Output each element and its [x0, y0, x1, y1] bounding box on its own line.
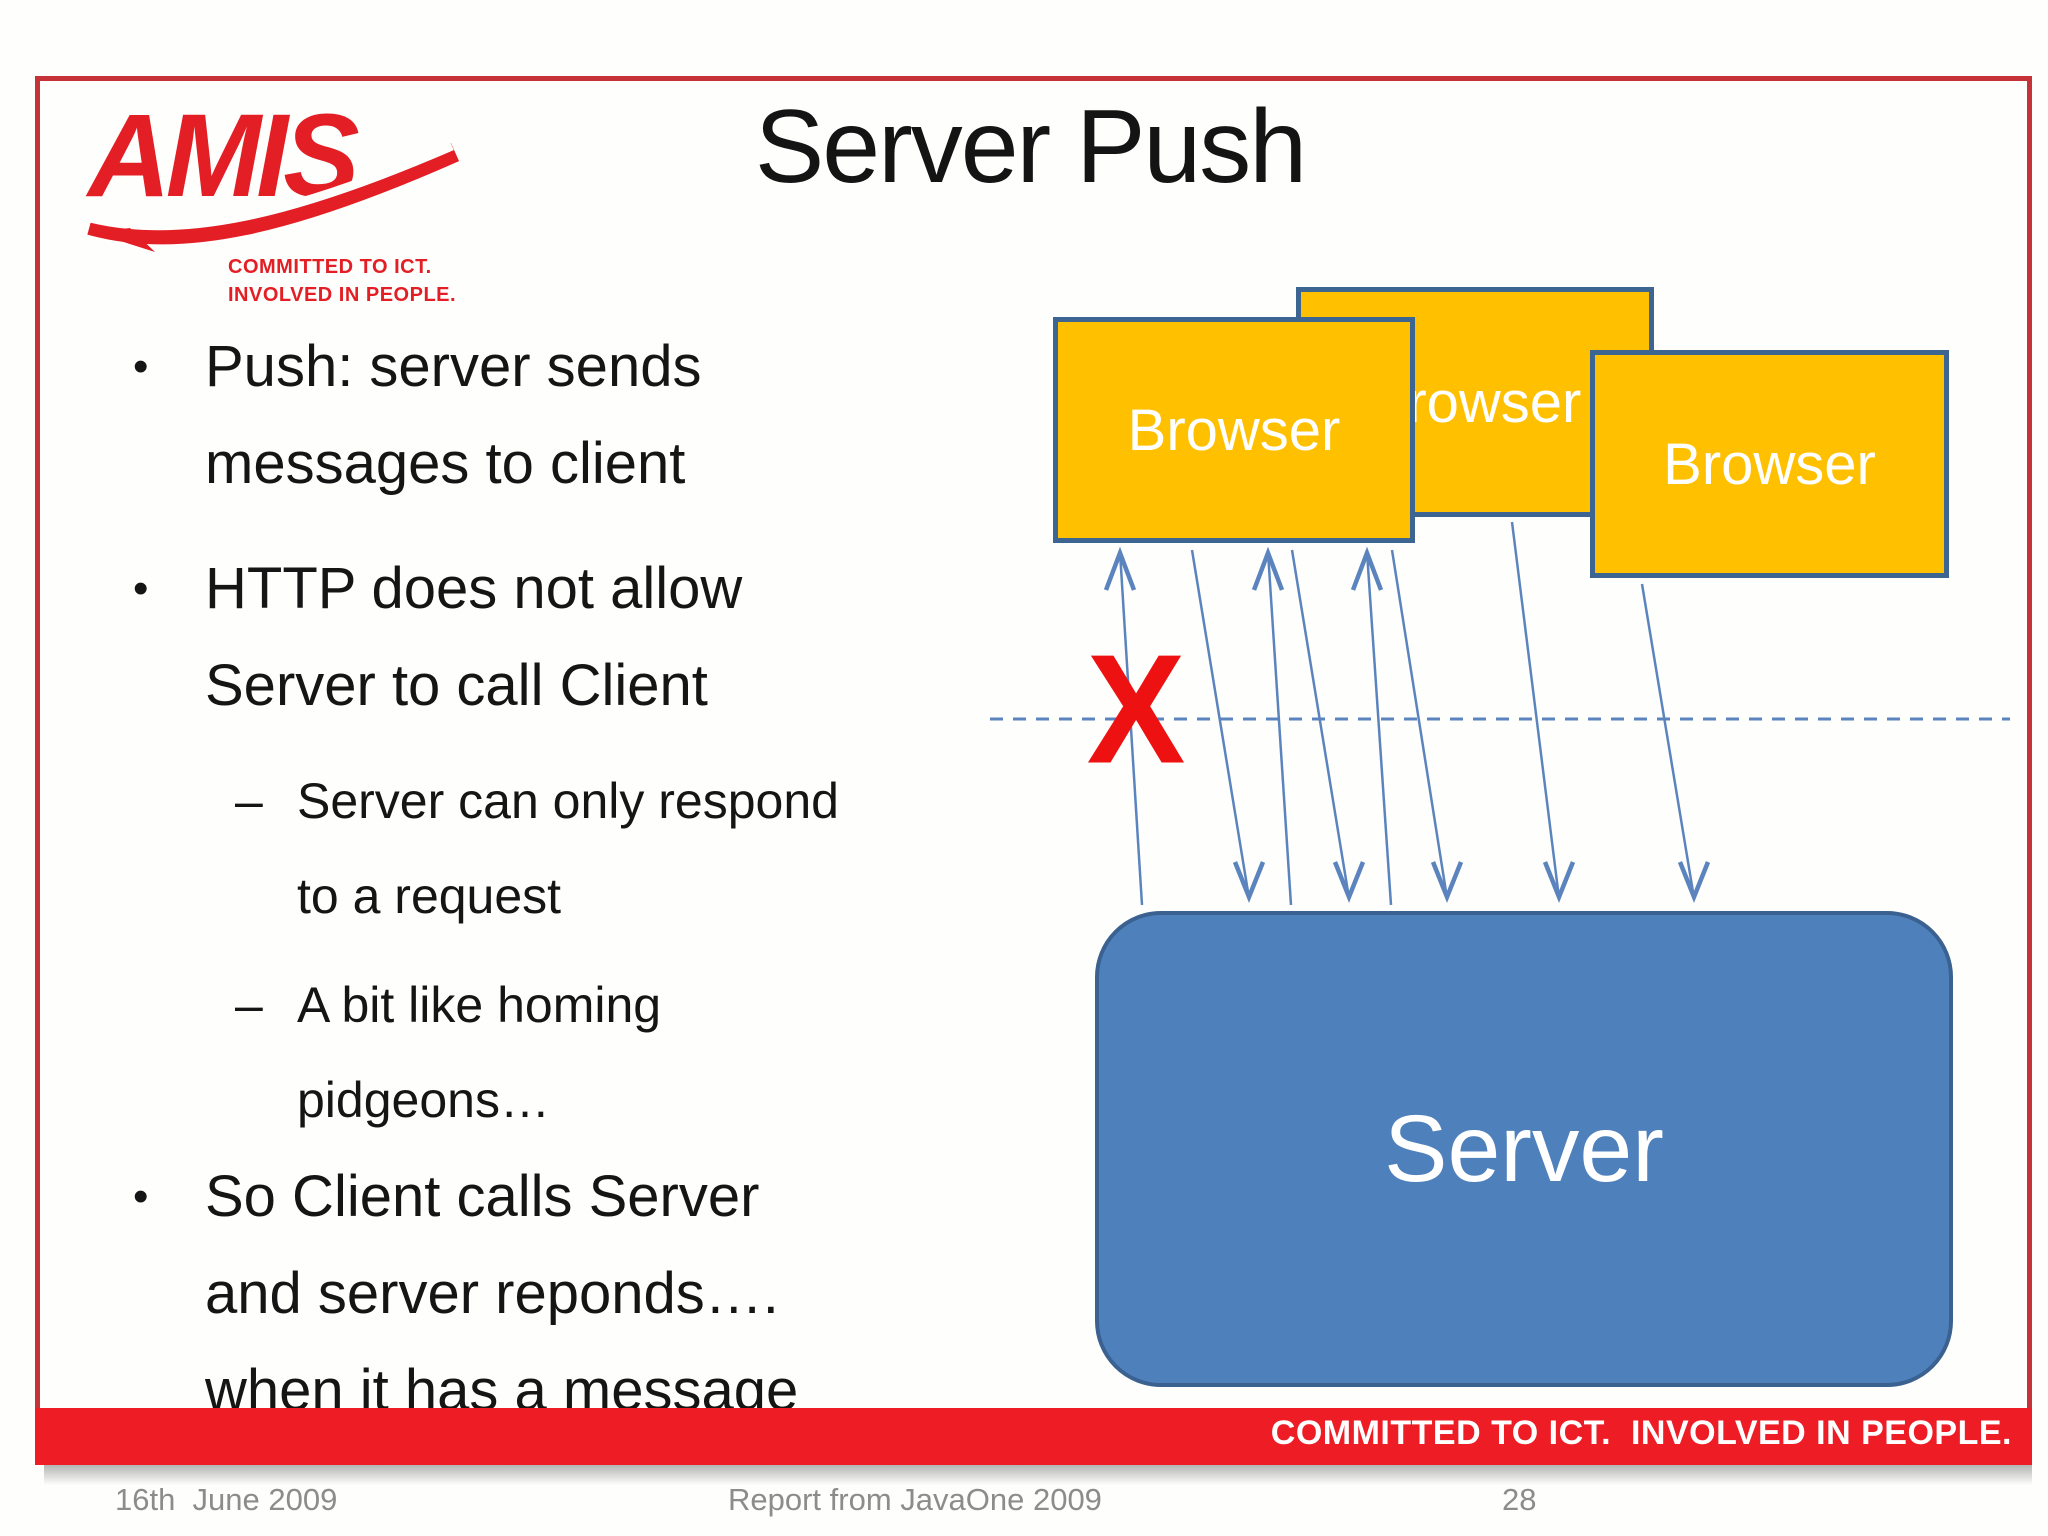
bullet-item: • Push: server sends messages to client: [133, 318, 1083, 512]
bullet-item: • HTTP does not allow Server to call Cli…: [133, 540, 1083, 734]
request-arrows: [1190, 521, 1711, 904]
bullet-marker: •: [133, 342, 149, 391]
response-arrowheads: [1103, 546, 1384, 591]
footer-page-number: 28: [1502, 1482, 1537, 1517]
server-box: Server: [1095, 911, 1953, 1387]
browser-label: Browser: [1663, 431, 1876, 497]
bullet-line: Server can only respond: [297, 773, 839, 829]
server-label: Server: [1384, 1095, 1664, 1202]
bullet-text: Server can only respond to a request: [297, 754, 1083, 944]
response-arrow: [1266, 551, 1293, 906]
bullet-line: Server to call Client: [205, 653, 708, 718]
bullet-line: So Client calls Server: [205, 1164, 760, 1229]
browser-box-right: Browser: [1590, 350, 1949, 578]
bottom-bar-shadow: [44, 1465, 2032, 1485]
response-arrows: [1103, 546, 1393, 906]
browser-box-left: Browser: [1053, 317, 1415, 543]
bullet-line: Push: server sends: [205, 334, 702, 399]
bullet-line: A bit like homing: [297, 977, 662, 1033]
request-arrow: [1640, 583, 1696, 899]
blocked-x-mark: X: [1086, 622, 1186, 797]
request-arrow: [1290, 549, 1351, 899]
sub-bullet-item: – A bit like homing pidgeons…: [235, 958, 1083, 1148]
bullet-text: HTTP does not allow Server to call Clien…: [205, 540, 1083, 734]
logo-tagline-line1: COMMITTED TO ICT.: [228, 256, 432, 278]
response-arrow: [1365, 551, 1393, 906]
bullet-line: messages to client: [205, 431, 686, 496]
bottom-bar-slogan: COMMITTED TO ICT. INVOLVED IN PEOPLE.: [1270, 1414, 2012, 1452]
logo-swoosh-icon: [87, 141, 460, 252]
bullet-line: pidgeons…: [297, 1072, 550, 1128]
bullet-line: to a request: [297, 868, 562, 924]
bullet-text: A bit like homing pidgeons…: [297, 958, 1083, 1148]
sub-bullet-marker: –: [235, 773, 263, 829]
slide-title: Server Push: [754, 89, 1307, 205]
browser-label: Browser: [1127, 397, 1341, 463]
request-arrow: [1390, 549, 1449, 899]
bullet-list: • Push: server sends messages to client …: [133, 318, 1083, 1439]
bottom-red-bar: [35, 1408, 2032, 1465]
response-arrow: [1118, 551, 1144, 906]
bullet-line: HTTP does not allow: [205, 556, 743, 621]
bullet-marker: •: [133, 564, 149, 613]
logo-tagline-line2: INVOLVED IN PEOPLE.: [228, 284, 457, 306]
sub-bullet-item: – Server can only respond to a request: [235, 754, 1083, 944]
sub-bullet-marker: –: [235, 977, 263, 1033]
footer-presentation-title: Report from JavaOne 2009: [728, 1482, 1102, 1517]
request-arrow: [1190, 549, 1251, 899]
bullet-line: and server reponds….: [205, 1261, 779, 1326]
footer-date: 16th June 2009: [115, 1482, 338, 1517]
request-arrow: [1510, 521, 1561, 899]
bullet-marker: •: [133, 1172, 149, 1221]
request-arrowheads: [1232, 861, 1711, 904]
bullet-text: Push: server sends messages to client: [205, 318, 1083, 512]
